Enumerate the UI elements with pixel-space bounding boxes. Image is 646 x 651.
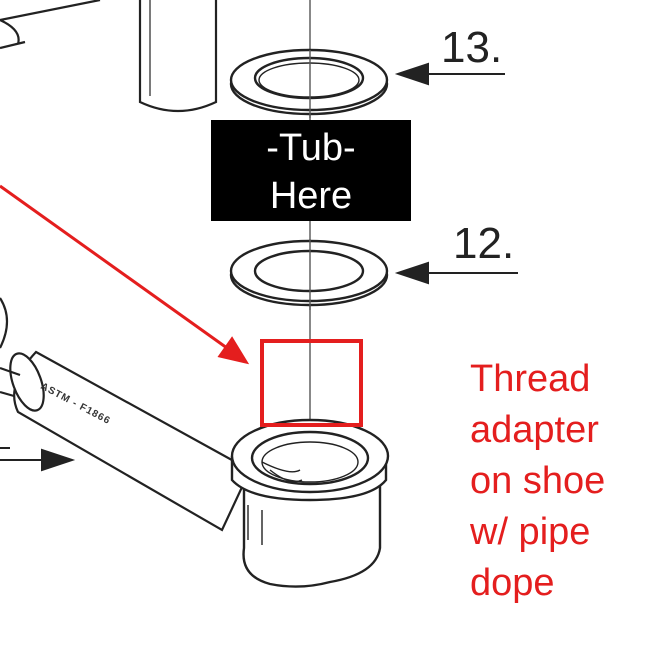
thread-adapter-pointer-arrow xyxy=(0,184,250,365)
left-edge-fragment xyxy=(0,297,9,349)
tub-label-line-1: -Tub- xyxy=(266,127,356,169)
upper-overflow-pipe xyxy=(0,0,101,50)
note-line-3: on shoe xyxy=(470,460,606,502)
callout-number-12: 12. xyxy=(453,219,515,268)
overflow-tube xyxy=(138,0,218,113)
washer-12 xyxy=(229,239,389,307)
washer-13 xyxy=(229,48,389,116)
callout-13-leader xyxy=(394,62,505,86)
tub-here-label: -Tub- Here xyxy=(211,120,411,221)
left-arrow-fragment xyxy=(0,447,76,472)
callout-12-leader xyxy=(394,261,518,285)
drain-pipe xyxy=(0,350,252,532)
callout-number-13: 13. xyxy=(441,23,503,72)
tub-label-line-2: Here xyxy=(269,175,353,217)
thread-adapter-note: Thread adapter on shoe w/ pipe dope xyxy=(470,354,645,609)
note-line-1: Thread xyxy=(470,358,591,400)
note-line-5: dope xyxy=(470,562,555,604)
note-line-2: adapter xyxy=(470,409,599,451)
note-line-4: w/ pipe xyxy=(470,511,591,553)
drain-shoe xyxy=(230,418,390,588)
thread-adapter-highlight-box xyxy=(260,339,363,427)
